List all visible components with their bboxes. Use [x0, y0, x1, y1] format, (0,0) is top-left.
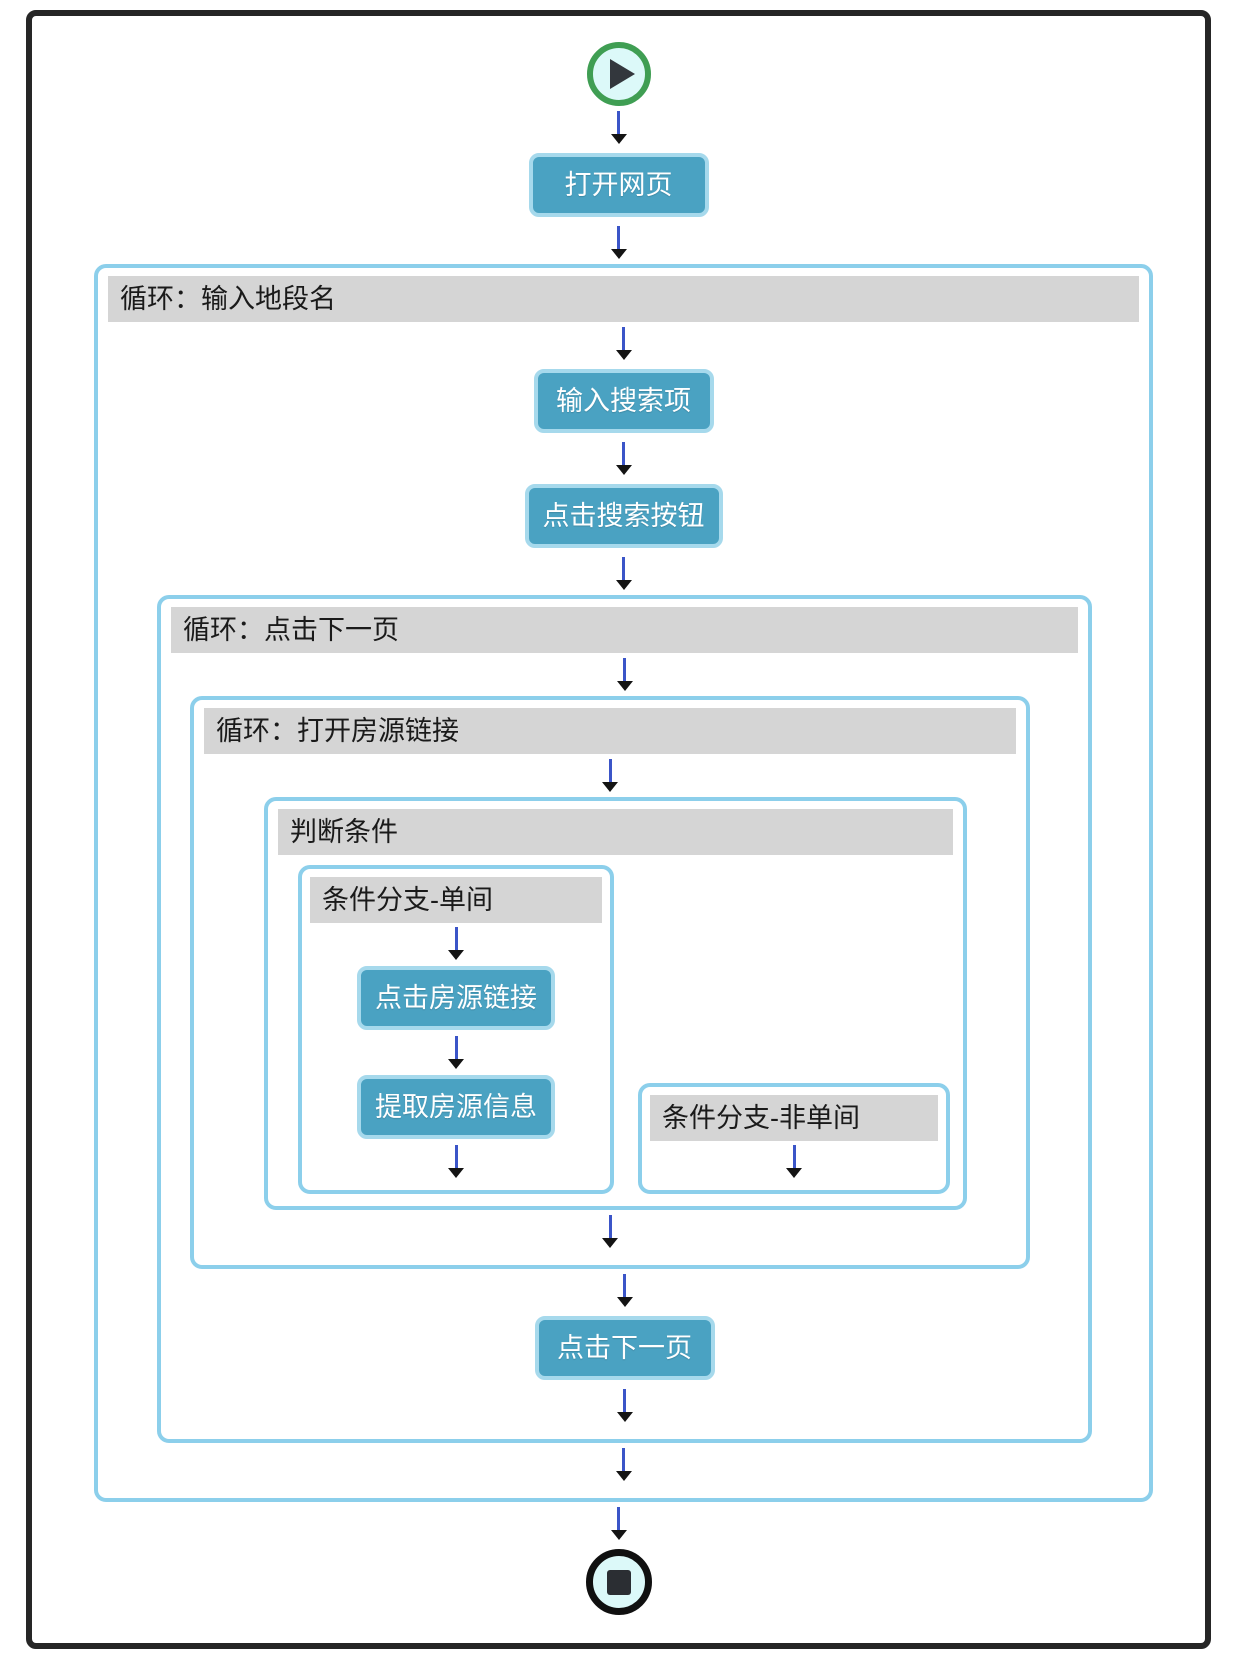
arrow-stem [454, 1036, 458, 1060]
arrow-stem [622, 442, 625, 466]
down-arrow [610, 1507, 627, 1540]
arrow-head [610, 249, 627, 259]
arrow-stem [454, 927, 458, 951]
branch-container-single-room: 条件分支-单间 点击房源链接 提取房源信 [298, 865, 614, 1194]
arrow-stem [617, 1507, 620, 1531]
down-arrow [616, 1389, 633, 1422]
arrow-head [616, 1412, 633, 1422]
down-arrow [615, 327, 632, 360]
down-arrow [616, 1274, 633, 1307]
condition-container: 判断条件 条件分支-单间 点击房源链接 [264, 797, 967, 1210]
extract-listing-info-button[interactable]: 提取房源信息 [357, 1075, 555, 1139]
down-arrow [616, 658, 633, 691]
stop-square-icon [606, 1569, 631, 1595]
arrow-head [448, 1168, 464, 1178]
arrow-head [616, 1297, 633, 1307]
down-arrow [615, 557, 632, 590]
down-arrow [448, 927, 464, 960]
arrow-head [615, 350, 632, 360]
arrow-head [610, 1530, 627, 1540]
arrow-stem [617, 111, 620, 135]
down-arrow [602, 759, 618, 792]
play-triangle-icon [609, 59, 635, 89]
loop-header-open-listing[interactable]: 循环：打开房源链接 [204, 708, 1016, 754]
down-arrow [615, 1448, 632, 1481]
loop-container-input-area: 循环：输入地段名 输入搜索项 点击搜索按钮 循环：点击下一页 [94, 264, 1153, 1502]
click-next-page-button[interactable]: 点击下一页 [534, 1316, 715, 1380]
loop-container-next-page: 循环：点击下一页 循环：打开房源链接 判断条件 [157, 595, 1092, 1443]
down-arrow [602, 1215, 618, 1248]
down-arrow [448, 1145, 464, 1178]
loop-header-input-area[interactable]: 循环：输入地段名 [108, 276, 1139, 322]
click-listing-link-button[interactable]: 点击房源链接 [357, 966, 555, 1030]
arrow-head [786, 1168, 802, 1178]
arrow-stem [622, 327, 625, 351]
arrow-head [602, 1238, 618, 1248]
down-arrow [786, 1145, 802, 1178]
arrow-stem [623, 1274, 626, 1298]
workflow-flow: 打开网页 循环：输入地段名 输入搜索项 点击搜索按钮 循环：点击下一 [32, 16, 1205, 1615]
arrow-stem [623, 1389, 626, 1413]
end-stop-icon[interactable] [585, 1549, 652, 1615]
down-arrow [610, 226, 627, 259]
branch-header-not-single-room[interactable]: 条件分支-非单间 [650, 1095, 938, 1141]
down-arrow [610, 111, 627, 144]
arrow-head [616, 681, 633, 691]
arrow-head [448, 950, 464, 960]
arrow-stem [608, 759, 612, 783]
arrow-head [610, 134, 627, 144]
open-page-button[interactable]: 打开网页 [528, 153, 709, 217]
arrow-head [615, 1471, 632, 1481]
branch-container-not-single-room: 条件分支-非单间 [638, 1083, 950, 1194]
input-search-button[interactable]: 输入搜索项 [533, 369, 714, 433]
start-play-icon[interactable] [586, 42, 651, 106]
arrow-stem [617, 226, 620, 250]
loop-container-open-listing: 循环：打开房源链接 判断条件 条件分支-单间 [190, 696, 1030, 1269]
click-search-button[interactable]: 点击搜索按钮 [524, 484, 723, 548]
arrow-stem [622, 1448, 625, 1472]
workflow-canvas-frame: 打开网页 循环：输入地段名 输入搜索项 点击搜索按钮 循环：点击下一 [26, 10, 1211, 1649]
arrow-head [602, 782, 618, 792]
arrow-head [615, 580, 632, 590]
arrow-stem [623, 658, 626, 682]
arrow-stem [792, 1145, 796, 1169]
loop-header-next-page[interactable]: 循环：点击下一页 [171, 607, 1078, 653]
arrow-stem [622, 557, 625, 581]
arrow-head [615, 465, 632, 475]
condition-branches-row: 条件分支-单间 点击房源链接 提取房源信 [268, 865, 963, 1194]
down-arrow [615, 442, 632, 475]
condition-header[interactable]: 判断条件 [278, 809, 953, 855]
down-arrow [448, 1036, 464, 1069]
branch-header-single-room[interactable]: 条件分支-单间 [310, 877, 602, 923]
arrow-head [448, 1059, 464, 1069]
arrow-stem [608, 1215, 612, 1239]
arrow-stem [454, 1145, 458, 1169]
